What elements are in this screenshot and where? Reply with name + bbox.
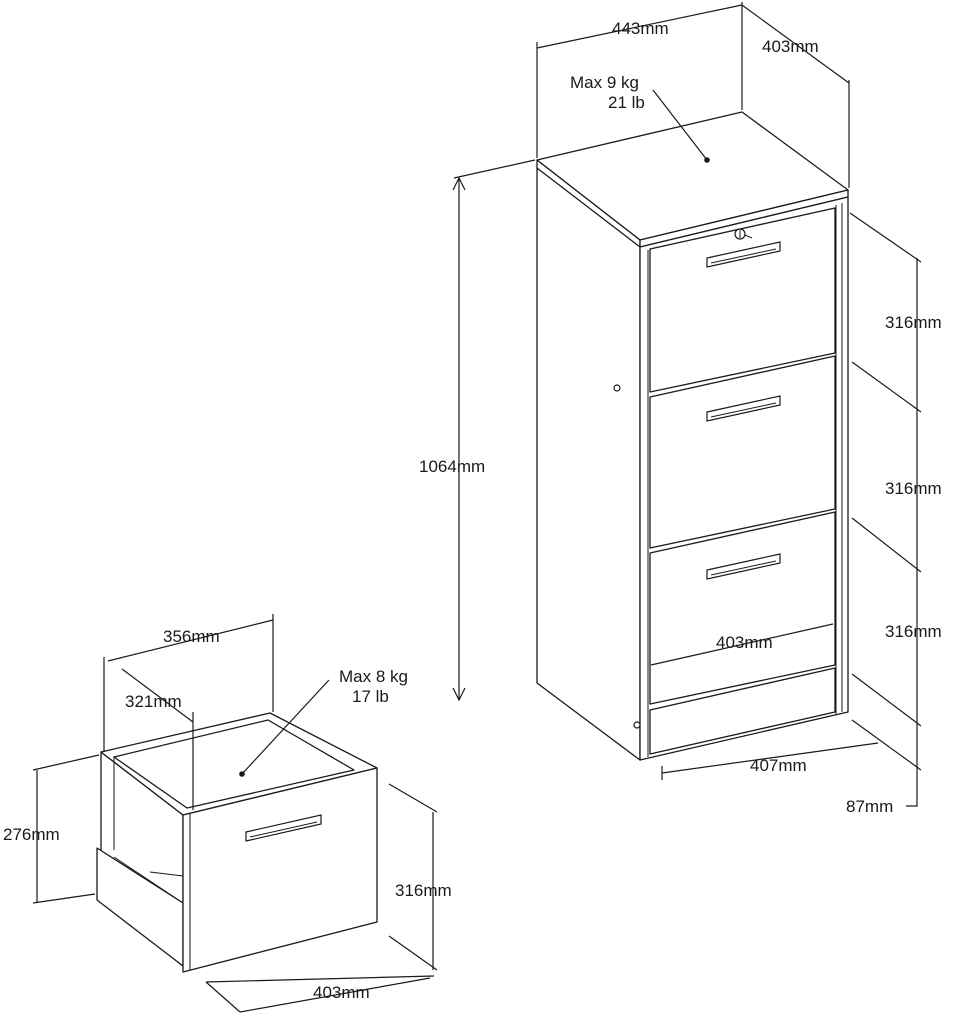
drawer-load-kg: Max 8 kg bbox=[339, 667, 408, 686]
drawer-floor-line bbox=[149, 871, 184, 877]
cabinet-dimensions: 443mm 403mm Max 9 kg 21 lb 1064mm 316mm … bbox=[419, 2, 942, 816]
side-hole-icon bbox=[613, 384, 621, 392]
dim-cabinet-height: 1064mm bbox=[419, 457, 485, 476]
cabinet-drawer-2-handle bbox=[706, 395, 781, 422]
dim-cabinet-depth: 403mm bbox=[762, 37, 819, 56]
dim-drawer-outer-width: 356mm bbox=[163, 627, 220, 646]
drawer-unit bbox=[96, 679, 378, 973]
cabinet-load-lb: 21 lb bbox=[608, 93, 645, 112]
cabinet-base-plinth bbox=[649, 667, 836, 755]
dim-drawer-inner-width: 321mm bbox=[125, 692, 182, 711]
lock-icon bbox=[734, 228, 753, 240]
dim-cabinet-inner-width: 403mm bbox=[716, 633, 773, 652]
cabinet-drawer-1-front bbox=[649, 207, 836, 393]
drawer-front-handle bbox=[245, 814, 322, 842]
drawer-front-panel bbox=[182, 767, 378, 973]
cabinet-drawer-3-handle bbox=[706, 553, 781, 580]
dim-drawer-front-height: 316mm bbox=[395, 881, 452, 900]
cabinet-load-leader bbox=[652, 89, 708, 161]
drawer-load-lb: 17 lb bbox=[352, 687, 389, 706]
dim-cabinet-drawer-3-height: 316mm bbox=[885, 622, 942, 641]
drawer-dimensions: 356mm 321mm Max 8 kg 17 lb 276mm 316mm 4… bbox=[3, 614, 452, 1013]
drawer-load-leader bbox=[241, 679, 330, 775]
dim-drawer-side-height: 276mm bbox=[3, 825, 60, 844]
drawer-bottom-line bbox=[113, 856, 184, 904]
cabinet-drawer-2-front bbox=[649, 355, 836, 549]
dim-cabinet-drawer-1-height: 316mm bbox=[885, 313, 942, 332]
dim-cabinet-width: 443mm bbox=[612, 19, 669, 38]
dim-drawer-depth: 403mm bbox=[313, 983, 370, 1002]
drawer-inner-opening bbox=[113, 719, 355, 809]
dim-cabinet-base-width: 407mm bbox=[750, 756, 807, 775]
dim-cabinet-drawer-2-height: 316mm bbox=[885, 479, 942, 498]
dim-cabinet-base-height: 87mm bbox=[846, 797, 893, 816]
filing-cabinet bbox=[536, 89, 849, 761]
cabinet-load-kg: Max 9 kg bbox=[570, 73, 639, 92]
side-hole-icon-2 bbox=[633, 721, 641, 729]
cabinet-drawer-1-handle bbox=[706, 241, 781, 268]
cabinet-side-panel bbox=[536, 167, 641, 761]
cabinet-drawer-3-front bbox=[649, 511, 836, 705]
